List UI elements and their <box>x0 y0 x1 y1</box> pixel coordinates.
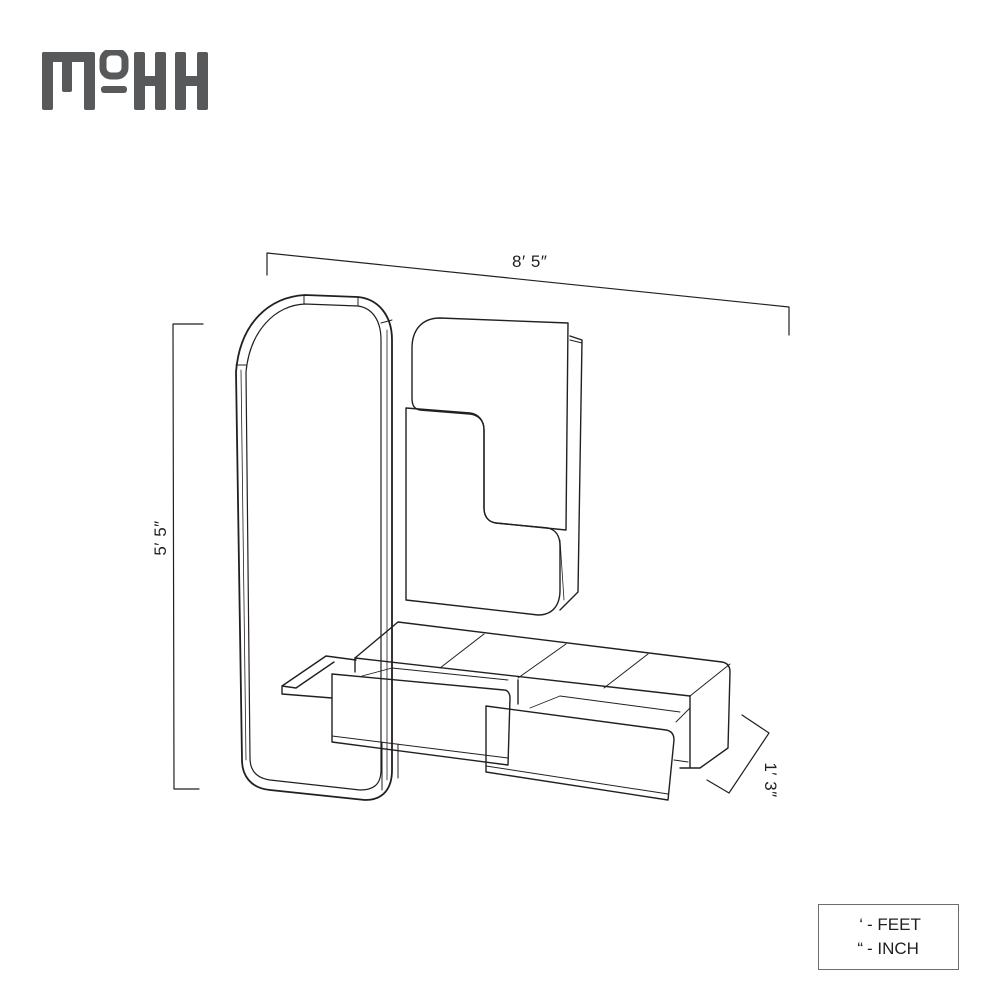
mohh-logo <box>42 50 208 110</box>
inch-label: - INCH <box>867 939 919 958</box>
interlocking-wall-unit <box>405 317 583 616</box>
inch-symbol: “ <box>857 939 863 958</box>
width-dimension-label: 8′ 5″ <box>512 252 548 271</box>
feet-symbol: ‘ <box>859 915 863 934</box>
console-with-drawers <box>281 621 731 801</box>
units-legend: ‘- FEET “- INCH <box>818 904 959 970</box>
legend-row-inch: “- INCH <box>849 937 958 961</box>
feet-label: - FEET <box>867 915 921 934</box>
depth-dimension-label: 1′ 3″ <box>761 762 780 798</box>
tall-rounded-panel <box>235 294 393 801</box>
legend-row-feet: ‘- FEET <box>849 913 958 937</box>
width-dimension-line <box>266 252 790 336</box>
height-dimension-line <box>172 323 204 790</box>
depth-dimension-line <box>706 714 770 794</box>
height-dimension-label: 5′ 5″ <box>151 520 170 556</box>
